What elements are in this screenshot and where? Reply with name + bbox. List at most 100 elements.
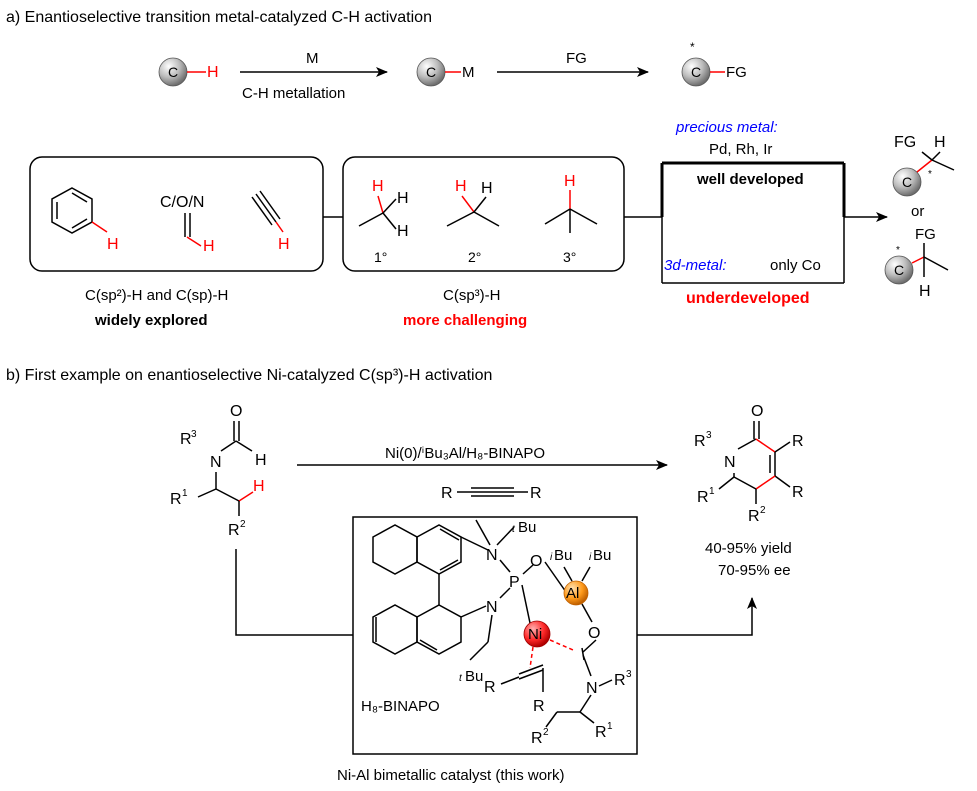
svg-text:M: M bbox=[462, 64, 475, 81]
chiral-product-bottom: FG C * H bbox=[884, 226, 949, 300]
svg-text:1: 1 bbox=[182, 488, 188, 499]
svg-text:Al: Al bbox=[566, 585, 579, 602]
base-metal-list: only Co bbox=[770, 257, 821, 274]
sp3-status: more challenging bbox=[403, 312, 527, 329]
precious-status: well developed bbox=[696, 171, 804, 188]
svg-text:R: R bbox=[180, 431, 192, 448]
svg-text:H: H bbox=[253, 478, 265, 495]
svg-text:2: 2 bbox=[543, 727, 549, 738]
svg-text:H: H bbox=[372, 178, 384, 195]
alkyne-icon: H bbox=[251, 190, 290, 253]
svg-text:N: N bbox=[586, 680, 598, 697]
svg-text:N: N bbox=[724, 454, 736, 471]
svg-text:R: R bbox=[484, 679, 496, 696]
svg-text:P: P bbox=[509, 574, 520, 591]
nickel-atom-icon bbox=[523, 620, 551, 648]
bound-amide: N R 3 R 1 R 2 bbox=[531, 639, 632, 747]
svg-text:R: R bbox=[228, 522, 240, 539]
svg-text:1: 1 bbox=[607, 721, 613, 732]
svg-text:R: R bbox=[170, 491, 182, 508]
svg-text:H: H bbox=[919, 283, 931, 300]
sp3-substrates-box bbox=[342, 156, 625, 272]
ee-text: 70-95% ee bbox=[718, 562, 791, 579]
svg-text:H: H bbox=[481, 180, 493, 197]
tertiary-ch-icon: H 3° bbox=[544, 173, 598, 265]
svg-text:N: N bbox=[486, 547, 498, 564]
svg-text:H: H bbox=[278, 236, 290, 253]
metals-box bbox=[660, 161, 846, 284]
fg-reagent-label: FG bbox=[566, 50, 587, 67]
sp3-caption: C(sp³)-H bbox=[443, 287, 501, 304]
aldehyde-icon: C/O/N H bbox=[160, 194, 215, 255]
svg-text:FG: FG bbox=[726, 64, 747, 81]
aluminum-center: Al i Bu i Bu O bbox=[550, 547, 611, 642]
svg-text:O: O bbox=[230, 403, 242, 420]
svg-text:R: R bbox=[595, 724, 607, 741]
sp2-substrates-box bbox=[29, 156, 324, 272]
svg-text:C/O/N: C/O/N bbox=[160, 194, 204, 211]
svg-text:R: R bbox=[533, 698, 545, 715]
section-a-title: a) Enantioselective transition metal-cat… bbox=[6, 9, 432, 26]
svg-text:R: R bbox=[694, 433, 706, 450]
svg-text:H: H bbox=[397, 190, 409, 207]
svg-text:Bu: Bu bbox=[518, 519, 536, 536]
phosphoramidite-core: N N P t Bu t Bu O bbox=[459, 519, 567, 685]
c-fg-product: C * FG bbox=[681, 40, 747, 87]
base-metal-title: 3d-metal: bbox=[664, 257, 727, 274]
svg-text:3°: 3° bbox=[563, 249, 576, 265]
svg-text:Bu: Bu bbox=[554, 547, 572, 564]
svg-text:1°: 1° bbox=[374, 249, 387, 265]
svg-text:H: H bbox=[934, 134, 946, 151]
chiral-product-top: FG H C * bbox=[892, 134, 955, 197]
svg-text:i: i bbox=[550, 552, 553, 563]
svg-text:2: 2 bbox=[240, 519, 246, 530]
svg-text:R: R bbox=[530, 485, 542, 502]
section-b-title: b) First example on enantioselective Ni-… bbox=[6, 367, 492, 384]
svg-text:Bu: Bu bbox=[593, 547, 611, 564]
substrate-formamide: O H N R 3 R 1 H R 2 bbox=[170, 403, 267, 539]
svg-text:H: H bbox=[455, 178, 467, 195]
c-h-start: C H bbox=[158, 57, 219, 87]
aluminum-atom-icon bbox=[563, 580, 589, 606]
svg-text:R: R bbox=[792, 433, 804, 450]
nickel-center: Ni bbox=[523, 620, 574, 669]
svg-text:Ni: Ni bbox=[528, 626, 542, 643]
svg-text:2°: 2° bbox=[468, 249, 481, 265]
svg-text:C: C bbox=[691, 64, 701, 80]
sp2-caption: C(sp²)-H and C(sp)-H bbox=[85, 287, 228, 304]
svg-text:1: 1 bbox=[709, 486, 715, 497]
svg-text:O: O bbox=[530, 553, 542, 570]
carbon-sphere-icon bbox=[892, 167, 922, 197]
ligand-name: H₈-BINAPO bbox=[361, 698, 440, 715]
svg-text:N: N bbox=[486, 599, 498, 616]
svg-text:C: C bbox=[426, 64, 436, 80]
svg-text:R: R bbox=[748, 508, 760, 525]
metallation-label: C-H metallation bbox=[242, 85, 345, 102]
svg-text:O: O bbox=[751, 403, 763, 420]
catalyst-box bbox=[352, 516, 638, 755]
svg-text:C: C bbox=[902, 174, 912, 190]
svg-text:R: R bbox=[531, 730, 543, 747]
svg-text:*: * bbox=[896, 245, 900, 256]
svg-text:H: H bbox=[397, 223, 409, 240]
yield-text: 40-95% yield bbox=[705, 540, 792, 557]
svg-text:C: C bbox=[168, 64, 178, 80]
catalyst-caption: Ni-Al bimetallic catalyst (this work) bbox=[337, 767, 565, 784]
svg-text:FG: FG bbox=[915, 226, 936, 243]
svg-text:R: R bbox=[614, 672, 626, 689]
svg-text:3: 3 bbox=[626, 669, 632, 680]
precious-metal-title: precious metal: bbox=[675, 119, 778, 136]
svg-text:t: t bbox=[512, 524, 516, 535]
svg-text:O: O bbox=[588, 625, 600, 642]
base-status: underdeveloped bbox=[686, 290, 810, 307]
svg-text:FG: FG bbox=[894, 134, 916, 151]
svg-text:H: H bbox=[107, 236, 119, 253]
precious-metal-list: Pd, Rh, Ir bbox=[709, 141, 772, 158]
svg-text:C: C bbox=[894, 262, 904, 278]
benzene-icon: H bbox=[51, 187, 119, 253]
metal-label: M bbox=[306, 50, 319, 67]
catalyst-input-line bbox=[235, 549, 353, 636]
svg-text:3: 3 bbox=[706, 430, 712, 441]
secondary-ch-icon: H H 2° bbox=[446, 178, 500, 265]
